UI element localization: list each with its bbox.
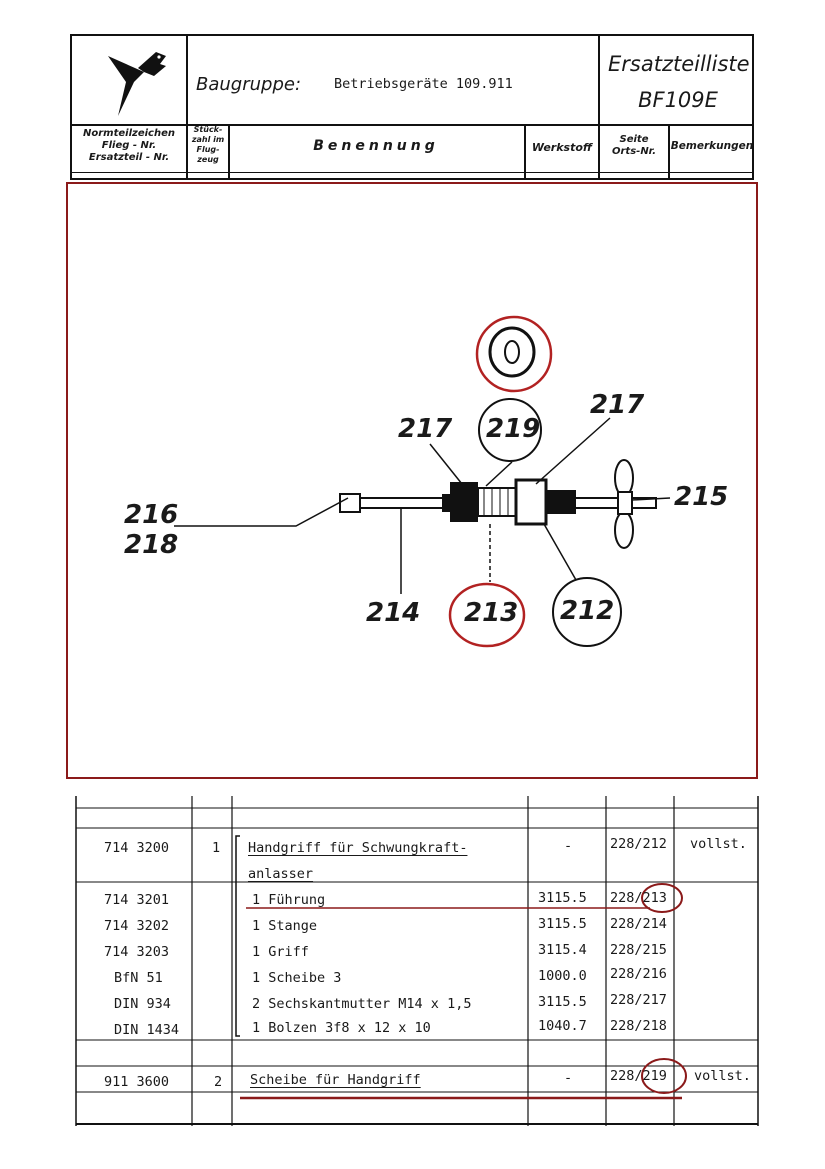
cell-qty: 1 — [212, 840, 221, 856]
cell-name: anlasser — [248, 866, 314, 882]
cell-seite: 228/215 — [610, 942, 667, 958]
cell-seite: 228/218 — [610, 1018, 667, 1034]
cell-seite: 228/217 — [610, 992, 667, 1008]
col-bemerkungen-header: Bemerkungen — [670, 140, 754, 152]
cell-name: 1 Stange — [252, 918, 318, 934]
cell-qty: 2 — [214, 1074, 223, 1090]
cell-werk: 3115.4 — [538, 942, 587, 958]
cell-nr: DIN 934 — [114, 996, 171, 1012]
nut-right-shape — [514, 478, 548, 526]
cell-werk: 1040.7 — [538, 1018, 587, 1034]
divider — [598, 34, 600, 180]
col-normteil-line: Ersatzteil - Nr. — [88, 152, 170, 163]
label-217-left: 217 — [398, 414, 453, 444]
exploded-diagram — [66, 182, 758, 779]
col-seite-header: Seite Orts-Nr. — [600, 134, 668, 158]
divider — [70, 124, 754, 126]
t-handle-top — [614, 459, 634, 497]
divider — [186, 34, 188, 180]
cell-werk: - — [564, 1070, 573, 1086]
cell-bem: vollst. — [690, 836, 747, 852]
cell-nr: 714 3202 — [104, 918, 170, 934]
divider — [228, 124, 230, 180]
cell-nr: 714 3201 — [104, 892, 170, 908]
col-seite-line: Seite — [619, 134, 649, 145]
col-normteil-header: Normteilzeichen Flieg - Nr. Ersatzteil -… — [72, 128, 186, 164]
cell-werk: 1000.0 — [538, 968, 587, 984]
col-stueck-line: Stück- — [193, 125, 223, 134]
label-217-right: 217 — [590, 390, 645, 420]
cell-nr: 911 3600 — [104, 1074, 170, 1090]
col-stueck-line: zeug — [197, 155, 219, 164]
label-216: 216 — [124, 500, 179, 530]
col-stueck-line: zahl im — [191, 135, 225, 144]
label-215: 215 — [674, 482, 729, 512]
cell-name: 1 Scheibe 3 — [252, 970, 342, 986]
callout-213-highlight — [448, 582, 526, 648]
baugruppe-value: Betriebsgeräte 109.911 — [334, 76, 513, 92]
washer-highlight-circle — [475, 315, 553, 393]
label-219: 219 — [486, 414, 541, 444]
bird-logo-icon — [108, 52, 166, 116]
thread-shape — [477, 487, 519, 517]
cell-werk: 3115.5 — [538, 890, 587, 906]
col-stueck-line: Flug- — [196, 145, 220, 154]
callout-212-circle — [552, 577, 622, 647]
label-212: 212 — [560, 596, 615, 626]
cell-name: 1 Bolzen 3f8 x 12 x 10 — [252, 1020, 431, 1036]
spring-shape — [546, 490, 576, 514]
cell-werk: 3115.5 — [538, 994, 587, 1010]
nut-left-shape — [450, 482, 478, 522]
doc-title-line1: Ersatzteilliste — [608, 52, 750, 76]
cell-bem: vollst. — [694, 1068, 751, 1084]
cell-seite: 228/219 — [610, 1068, 667, 1084]
cell-werk: - — [564, 838, 573, 854]
cell-nr: 714 3203 — [104, 944, 170, 960]
col-normteil-line: Normteilzeichen — [83, 128, 175, 139]
cell-seite: 228/213 — [610, 890, 667, 906]
bolt-head-shape — [339, 493, 361, 513]
callout-219-circle — [478, 398, 542, 462]
col-seite-line: Orts-Nr. — [612, 146, 656, 157]
header-frame — [70, 34, 754, 180]
t-handle-bottom — [614, 511, 634, 549]
doc-title-line2: BF109E — [638, 88, 718, 112]
col-benennung-header: Benennung — [313, 138, 439, 154]
divider — [70, 172, 754, 173]
divider — [524, 124, 526, 180]
cell-werk: 3115.5 — [538, 916, 587, 932]
baugruppe-label: Baugruppe: — [196, 74, 302, 95]
label-213: 213 — [464, 598, 519, 628]
cell-seite: 228/212 — [610, 836, 667, 852]
label-218: 218 — [124, 530, 179, 560]
parts-table-grid — [75, 796, 759, 1126]
cell-name: 2 Sechskantmutter M14 x 1,5 — [252, 996, 472, 1012]
cell-name: Scheibe für Handgriff — [250, 1072, 421, 1088]
col-normteil-line: Flieg - Nr. — [101, 140, 157, 151]
col-werkstoff-header: Werkstoff — [531, 141, 593, 154]
cell-seite: 228/216 — [610, 966, 667, 982]
diagram-drawing — [174, 315, 671, 648]
cell-nr: 714 3200 — [104, 840, 170, 856]
divider — [668, 124, 670, 180]
cell-nr: DIN 1434 — [114, 1022, 180, 1038]
cell-name: 1 Führung — [252, 892, 326, 908]
cell-name: 1 Griff — [252, 944, 309, 960]
cell-nr: BfN 51 — [114, 970, 163, 986]
col-stueck-header: Stück- zahl im Flug- zeug — [188, 125, 228, 165]
label-214: 214 — [366, 598, 421, 628]
cell-name: Handgriff für Schwungkraft- — [248, 840, 468, 856]
cell-seite: 228/214 — [610, 916, 667, 932]
